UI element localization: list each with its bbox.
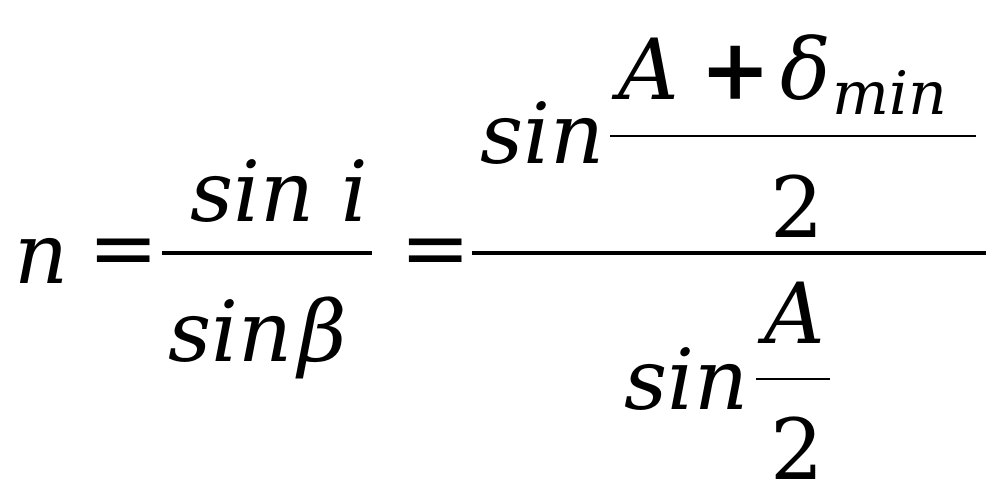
fraction2-denominator-A: A	[764, 265, 825, 363]
fraction2-numerator-inner-bar	[610, 135, 976, 137]
fraction2-numerator-subscript: min	[832, 59, 947, 129]
fraction2-denominator-inner-bar	[756, 378, 830, 380]
fraction2-numerator-plus: +	[700, 20, 771, 119]
lhs-symbol-n: n	[14, 205, 69, 303]
fraction1-bar	[162, 251, 372, 255]
fraction2-main-bar	[472, 251, 986, 255]
fraction2-denominator-inner-denominator: 2	[770, 401, 824, 499]
fraction1-numerator: sin i	[190, 143, 368, 241]
equals-sign-1: =	[88, 199, 159, 297]
fraction2-numerator-inner-denominator: 2	[770, 159, 824, 257]
fraction1-denominator-func: sin	[168, 283, 293, 381]
fraction2-numerator-delta: δ	[780, 21, 831, 119]
fraction1-denominator-beta: β	[298, 283, 347, 381]
equals-sign-2: =	[400, 199, 471, 297]
fraction2-denominator-func: sin	[624, 331, 749, 429]
fraction2-numerator-func: sin	[480, 85, 605, 183]
fraction2-numerator-A: A	[618, 21, 679, 119]
